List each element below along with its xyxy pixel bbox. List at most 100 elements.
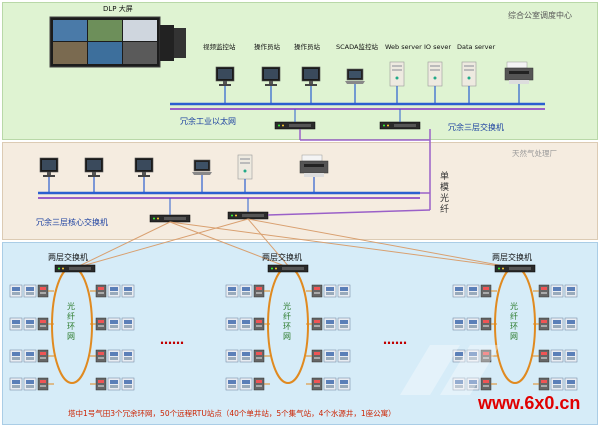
rtu-device-icon [239, 317, 253, 331]
ring-switch-label-2: 两层交换机 [262, 253, 302, 262]
core-switch-icon [149, 214, 191, 223]
data-server-icon [461, 61, 477, 87]
rtu-device-icon [323, 284, 337, 298]
fiber-ring-1 [51, 264, 96, 384]
core-switch-label: 冗余三层核心交换机 [36, 218, 108, 227]
ring-switch-icon [54, 264, 96, 273]
rtu-device-icon [564, 349, 578, 363]
rtu-device-icon [107, 377, 121, 391]
rtu-switch-icon [37, 349, 49, 363]
rtu-switch-icon [253, 349, 265, 363]
top-switch-icon [274, 121, 316, 130]
fiber-label: 单模光纤 [440, 172, 450, 215]
rtu-switch-icon [311, 284, 323, 298]
top-switch-label: 冗余三层交换机 [448, 123, 504, 132]
rtu-device-icon [239, 349, 253, 363]
rtu-device-icon [323, 349, 337, 363]
rtu-device-icon [337, 349, 351, 363]
rtu-device-icon [121, 284, 135, 298]
rtu-switch-icon [538, 377, 550, 391]
rtu-switch-icon [253, 284, 265, 298]
io-server-icon [427, 61, 443, 87]
rtu-switch-icon [480, 377, 492, 391]
rtu-switch-icon [95, 284, 107, 298]
rtu-device-icon [9, 284, 23, 298]
bottom-caption: 塔中1号气田3个冗余环网，50个远程RTU站点（40个单井站，5个集气站，4个水… [68, 409, 396, 418]
rtu-device-icon [9, 349, 23, 363]
plant-pc-icon [84, 157, 104, 178]
rtu-switch-icon [37, 317, 49, 331]
rtu-switch-icon [311, 377, 323, 391]
ring-label-3: 光纤环网 [510, 302, 518, 341]
rtu-switch-icon [311, 317, 323, 331]
uplink-lines [74, 218, 516, 269]
rtu-device-icon [107, 284, 121, 298]
ring-label-1: 光纤环网 [67, 302, 75, 341]
rtu-switch-icon [95, 317, 107, 331]
rtu-device-icon [121, 317, 135, 331]
scada-laptop-icon [344, 68, 366, 85]
rtu-switch-icon [37, 284, 49, 298]
rtu-device-icon [564, 317, 578, 331]
station-label-scada: SCADA监控站 [336, 43, 378, 51]
rtu-device-icon [564, 284, 578, 298]
rtu-switch-icon [311, 349, 323, 363]
rtu-device-icon [121, 377, 135, 391]
ellipsis-2: …… [383, 333, 407, 347]
web-server-icon [389, 61, 405, 87]
rtu-device-icon [23, 284, 37, 298]
station-label-web: Web server [385, 43, 422, 51]
rtu-device-icon [107, 317, 121, 331]
watermark-logo [400, 345, 500, 395]
ring-switch-icon [494, 264, 536, 273]
rtu-device-icon [107, 349, 121, 363]
fiber-ring-3 [494, 264, 536, 384]
rtu-device-icon [323, 377, 337, 391]
rtu-switch-icon [538, 284, 550, 298]
rtu-device-icon [323, 317, 337, 331]
dlp-label: DLP 大屏 [103, 5, 133, 13]
rtu-device-icon [337, 377, 351, 391]
rtu-switch-icon [253, 317, 265, 331]
plant-printer-icon [299, 154, 329, 178]
rtu-switch-icon [95, 377, 107, 391]
rtu-switch-icon [538, 349, 550, 363]
ring-label-2: 光纤环网 [283, 302, 291, 341]
top-switch-icon [379, 121, 421, 130]
plant-laptop-icon [191, 159, 213, 176]
printer-icon [504, 61, 534, 85]
station-label-io: IO sever [424, 43, 452, 51]
rtu-device-icon [452, 317, 466, 331]
ring-switch-label-3: 两层交换机 [492, 253, 532, 262]
rtu-device-icon [225, 284, 239, 298]
fiber-ring-2 [267, 264, 309, 384]
watermark-text: www.6x0.cn [478, 393, 581, 413]
rtu-device-icon [225, 317, 239, 331]
rtu-device-icon [23, 349, 37, 363]
rtu-device-icon [466, 284, 480, 298]
rtu-switch-icon [480, 317, 492, 331]
rtu-device-icon [239, 284, 253, 298]
rtu-switch-icon [37, 377, 49, 391]
rtu-device-icon [239, 377, 253, 391]
plant-pc-icon [134, 157, 154, 178]
rtu-device-icon [121, 349, 135, 363]
video-monitor-pc-icon [215, 66, 235, 87]
plant-pc-icon [39, 157, 59, 178]
rtu-device-icon [550, 284, 564, 298]
control-center-title: 综合公室调度中心 [508, 11, 572, 20]
operator-pc-icon [301, 66, 321, 87]
rtu-device-icon [550, 317, 564, 331]
rtu-device-icon [225, 377, 239, 391]
gas-plant-title: 天然气处理厂 [512, 149, 557, 158]
ring-switch-label-1: 两层交换机 [48, 253, 88, 262]
rtu-device-icon [23, 317, 37, 331]
station-label-data: Data server [457, 43, 496, 51]
dlp-screen-wall [49, 16, 186, 68]
rtu-device-icon [9, 377, 23, 391]
rtu-device-icon [564, 377, 578, 391]
rtu-device-icon [9, 317, 23, 331]
rtu-device-icon [550, 377, 564, 391]
ellipsis-1: …… [160, 333, 184, 347]
